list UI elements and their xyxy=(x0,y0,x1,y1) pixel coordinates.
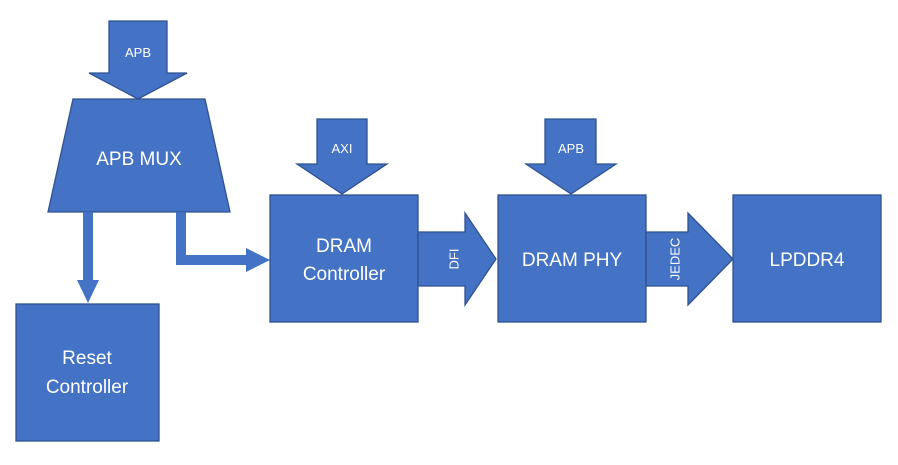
mux-to-controller-connector xyxy=(176,212,270,272)
dram-phy-label: DRAM PHY xyxy=(522,250,623,271)
dfi-arrow: DFI xyxy=(417,210,497,308)
lpddr4-label: LPDDR4 xyxy=(770,250,845,271)
jedec-label: JEDEC xyxy=(667,238,682,281)
reset-controller-label-line1: Reset xyxy=(62,348,112,369)
apb-mux-block: APB MUX xyxy=(47,98,231,213)
dram-controller-block: DRAM Controller xyxy=(269,194,419,323)
apb-input-label: APB xyxy=(125,45,151,60)
apb-mux-label: APB MUX xyxy=(96,149,182,170)
axi-input-arrow: AXI xyxy=(294,118,390,195)
apb-phy-input-label: APB xyxy=(558,141,584,156)
reset-controller-label-line2: Controller xyxy=(46,377,129,398)
apb-input-arrow: APB xyxy=(88,20,188,100)
dram-phy-block: DRAM PHY xyxy=(497,194,647,323)
dram-controller-label-line2: Controller xyxy=(303,264,386,285)
jedec-arrow: JEDEC xyxy=(645,211,734,307)
reset-controller-block: Reset Controller xyxy=(15,303,160,442)
axi-input-label: AXI xyxy=(332,141,353,156)
apb-phy-input-arrow: APB xyxy=(523,118,619,195)
lpddr4-block: LPDDR4 xyxy=(732,194,882,323)
dfi-label: DFI xyxy=(446,249,461,270)
dram-controller-label-line1: DRAM xyxy=(316,236,372,257)
mux-to-reset-connector xyxy=(77,212,99,303)
